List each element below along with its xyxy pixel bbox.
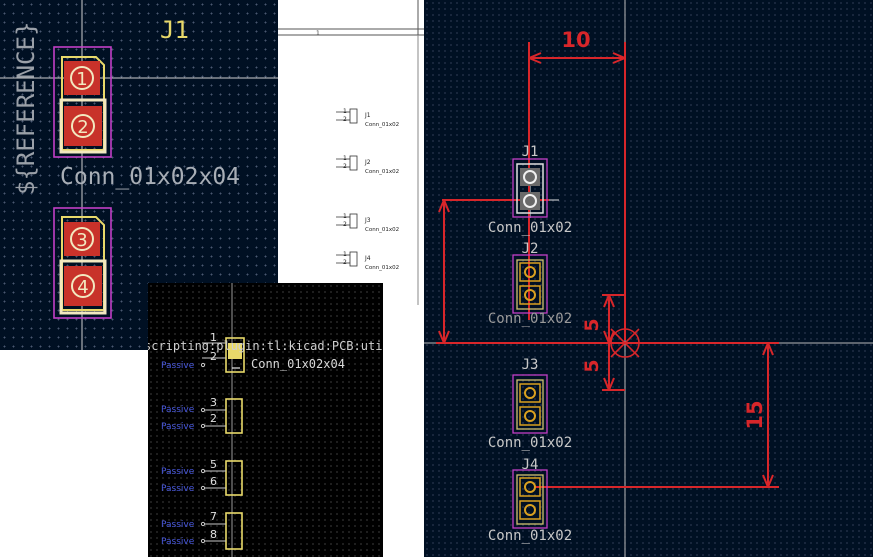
- svg-text:2: 2: [343, 259, 347, 266]
- pin-number: 6: [210, 475, 217, 488]
- value-field[interactable]: Conn_01x02x04: [60, 164, 240, 190]
- dimension-5-lower[interactable]: [602, 343, 625, 391]
- pin-number: 1: [210, 331, 217, 344]
- pad-4[interactable]: [64, 266, 102, 306]
- svg-text:J1: J1: [522, 144, 539, 160]
- courtyard-outline-upper: [53, 46, 112, 158]
- overlapping-path-text: scripting:plugin:tl:kicad:PCB:utils: [148, 339, 383, 353]
- pad-2-label: 2: [77, 117, 88, 138]
- pin-type-label: Passive: [161, 520, 195, 530]
- pad-4-label: 4: [77, 277, 88, 298]
- schematic-ref-j2: J2: [364, 159, 371, 166]
- dimension-15[interactable]: [534, 342, 779, 488]
- dimension-15-label: 15: [743, 400, 767, 429]
- pin-number: 5: [210, 458, 217, 471]
- schematic-value-j2: Conn_01x02: [365, 169, 399, 175]
- reference-designator[interactable]: J1: [160, 16, 189, 44]
- dimension-5-upper-label: 5: [581, 318, 603, 331]
- footprint-j3[interactable]: J3 Conn_01x02: [488, 357, 572, 451]
- svg-text:J2: J2: [522, 241, 539, 257]
- pcb-editor-canvas[interactable]: 10 5 5: [424, 0, 873, 557]
- svg-text:1: 1: [343, 108, 347, 115]
- dimension-5-upper[interactable]: [602, 294, 625, 344]
- footprint-j2[interactable]: J2 Conn_01x02: [488, 241, 572, 327]
- pin-type-label: Passive: [161, 405, 195, 415]
- schematic-value-j3: Conn_01x02: [365, 227, 399, 233]
- pad-4-outline: [59, 259, 107, 315]
- pad-3-label: 3: [76, 230, 87, 251]
- pin-type-label: Passive: [161, 422, 195, 432]
- symbol-unit-3-body[interactable]: [225, 460, 243, 496]
- schematic-symbol-j1[interactable]: 1 2 J1 Conn_01x02: [336, 108, 399, 128]
- schematic-ref-j4: J4: [364, 255, 371, 262]
- footprint-editor-canvas[interactable]: ${REFERENCE} J1 1 2 Conn_01x02x04 3: [0, 0, 280, 350]
- schematic-sheet-preview[interactable]: 1 1 2 J1 Conn_01x02 1 2 J2 Conn_01x02: [278, 0, 424, 305]
- pin-type-label: Passive: [161, 537, 195, 547]
- schematic-value-j4: Conn_01x02: [365, 265, 399, 271]
- svg-text:1: 1: [343, 155, 347, 162]
- dimension-5-lower-label: 5: [581, 359, 603, 372]
- symbol-unit-4-body[interactable]: [225, 512, 243, 550]
- pin-number: 7: [210, 510, 217, 523]
- schematic-ref-j3: J3: [364, 217, 371, 224]
- schematic-symbol-j2[interactable]: 1 2 J2 Conn_01x02: [336, 155, 399, 175]
- pad-1-label: 1: [76, 69, 87, 90]
- svg-text:J4: J4: [522, 457, 539, 473]
- pin-type-label: Passive: [161, 361, 195, 371]
- pin-type-label: Passive: [161, 484, 195, 494]
- pad-2[interactable]: [64, 106, 102, 146]
- pin-number: 2: [210, 350, 217, 363]
- pad-2-outline: [59, 98, 107, 154]
- footprint-j4[interactable]: J4 Conn_01x02: [488, 457, 572, 544]
- svg-text:2: 2: [343, 163, 347, 170]
- footprint-j1[interactable]: J1 Conn_01x02: [488, 144, 572, 236]
- sheet-border-column-number: 1: [316, 30, 320, 37]
- svg-text:1: 1: [343, 251, 347, 258]
- svg-text:2: 2: [343, 116, 347, 123]
- schematic-symbol-j3[interactable]: 1 2 J3 Conn_01x02: [336, 213, 399, 233]
- schematic-value-j1: Conn_01x02: [365, 122, 399, 128]
- symbol-value-field[interactable]: Conn_01x02x04: [251, 357, 345, 371]
- svg-text:Conn_01x02: Conn_01x02: [488, 311, 572, 327]
- svg-text:Conn_01x02: Conn_01x02: [488, 528, 572, 544]
- dimension-10-label: 10: [561, 28, 590, 52]
- courtyard-outline-lower: [53, 207, 112, 319]
- symbol-unit-2-body[interactable]: [225, 398, 243, 434]
- schematic-symbol-j4[interactable]: 1 2 J4 Conn_01x02: [336, 251, 399, 271]
- reference-field-vertical[interactable]: ${REFERENCE}: [12, 22, 40, 195]
- pin-number: 2: [210, 412, 217, 425]
- schematic-ref-j1: J1: [364, 112, 371, 119]
- symbol-unit-1-body[interactable]: [225, 337, 245, 373]
- svg-text:Conn_01x02: Conn_01x02: [488, 435, 572, 451]
- svg-text:2: 2: [343, 221, 347, 228]
- svg-text:J3: J3: [522, 357, 539, 373]
- symbol-editor-canvas[interactable]: scripting:plugin:tl:kicad:PCB:utils Conn…: [148, 283, 383, 557]
- svg-text:1: 1: [343, 213, 347, 220]
- pin-number: 8: [210, 528, 217, 541]
- pin-number: 3: [210, 396, 217, 409]
- pin-type-label: Passive: [161, 467, 195, 477]
- svg-text:Conn_01x02: Conn_01x02: [488, 220, 572, 236]
